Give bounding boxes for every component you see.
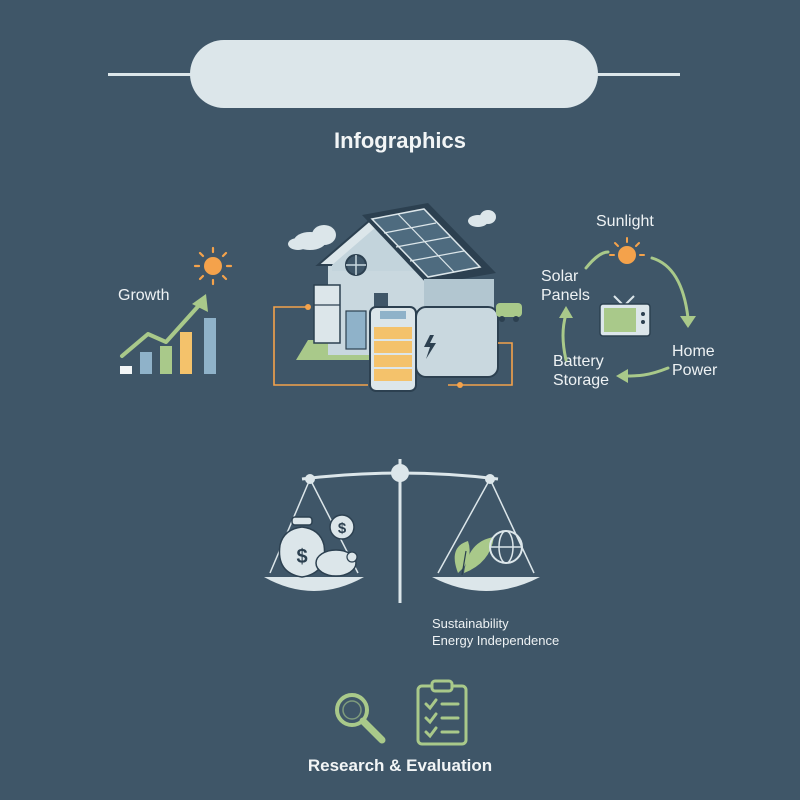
- page-title: Infographics: [333, 128, 466, 153]
- home-power-label-line1: Home: [672, 343, 715, 360]
- battery-storage-label-line2: Storage: [553, 372, 610, 389]
- energy-cycle-diagram: [559, 237, 696, 383]
- svg-text:$: $: [338, 520, 347, 537]
- sustainability-label: Sustainability: [432, 616, 509, 631]
- home-power-label-line2: Power: [672, 362, 718, 379]
- sun-icon: [609, 237, 645, 264]
- solar-panel-icon: [370, 208, 482, 278]
- growth-chart-icon: [120, 246, 233, 374]
- sunlight-label: Sunlight: [596, 213, 654, 230]
- solar-panels-label-line1: Solar: [541, 268, 579, 285]
- house-illustration: [273, 203, 522, 392]
- growth-label: Growth: [118, 287, 170, 304]
- solar-panels-label-line2: Panels: [541, 287, 590, 304]
- leaf-icon: [454, 537, 494, 576]
- car-icon: [496, 303, 522, 322]
- scale-icon: $ $: [264, 459, 540, 603]
- money-bag-icon: $: [278, 516, 326, 578]
- energy-independence-label: Energy Independence: [432, 633, 560, 648]
- magnifier-icon: [335, 693, 386, 744]
- banner-line-right: [596, 73, 680, 76]
- battery-icon: [369, 306, 417, 392]
- piggy-bank-icon: [315, 549, 358, 577]
- banner-line-left: [108, 73, 192, 76]
- clipboard-icon: [416, 679, 468, 746]
- sun-icon: [193, 246, 233, 286]
- globe-icon: [489, 530, 523, 564]
- svg-text:$: $: [296, 546, 307, 568]
- coin-icon: $: [329, 514, 355, 540]
- cloud-icon: [288, 210, 496, 250]
- tv-icon: [599, 295, 651, 337]
- title-banner: [190, 40, 598, 108]
- research-evaluation-label: Research & Evaluation: [307, 756, 493, 775]
